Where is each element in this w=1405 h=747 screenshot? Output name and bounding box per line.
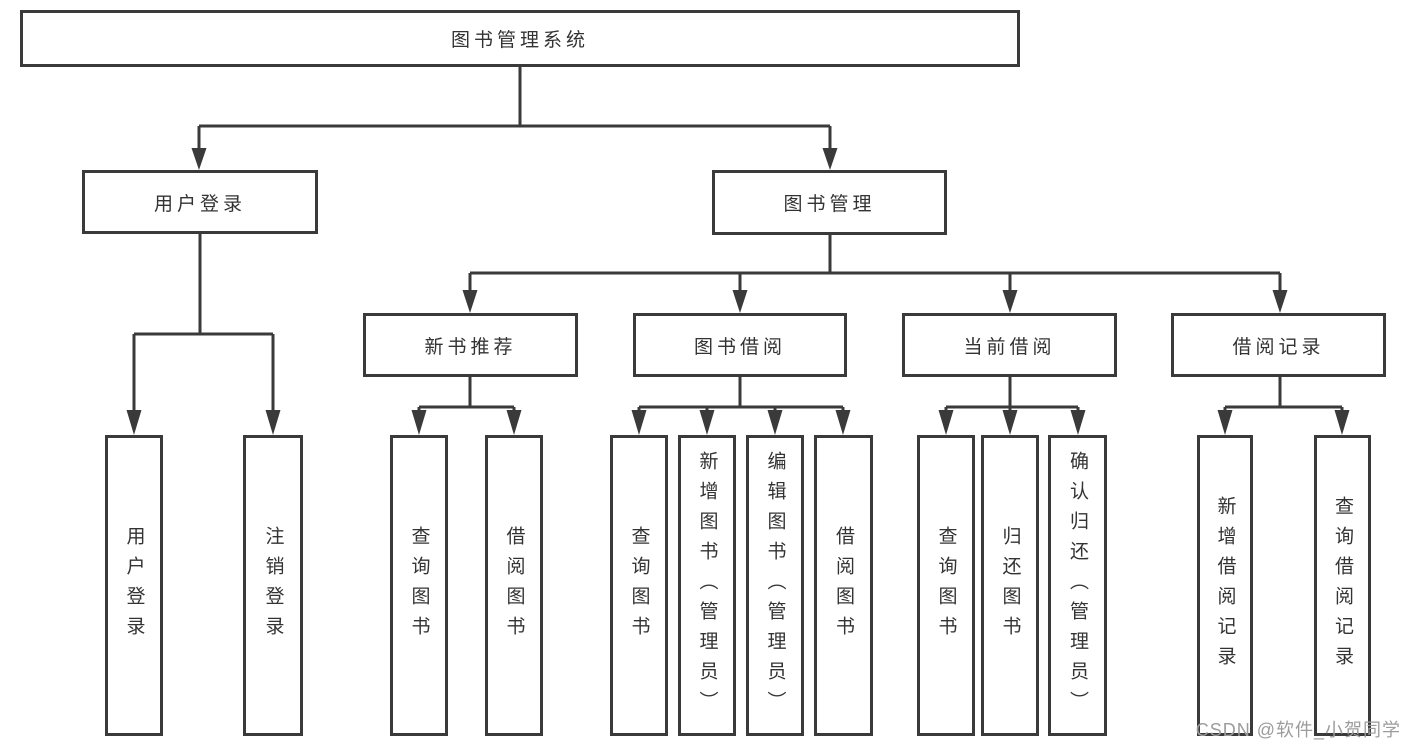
- node-current-borrow: 当前借阅: [902, 313, 1117, 377]
- connector-root-level2: [197, 67, 832, 150]
- connector-new-book-children: [417, 377, 516, 412]
- arrowhead-leaf-logout: [265, 410, 281, 435]
- leaf-user-login: 用户登录: [105, 435, 163, 736]
- connector-user-login-children: [132, 233, 275, 412]
- arrowhead-user-login: [191, 148, 207, 170]
- arrowhead-g5-add-record: [1217, 410, 1233, 435]
- connector-borrow-records-children: [1223, 377, 1344, 412]
- watermark-text: CSDN @软件_小贺同学: [1195, 720, 1401, 740]
- arrowhead-g4-confirm-return: [1070, 410, 1086, 435]
- connector-book-borrow-children: [637, 377, 845, 412]
- arrowhead-g3-query-books: [631, 410, 647, 435]
- leaf-borrow-add-books-admin: 新增图书（管理员）: [678, 435, 736, 736]
- leaf-current-return-books: 归还图书: [981, 435, 1039, 736]
- leaf-borrow-edit-books-admin: 编辑图书（管理员）: [746, 435, 804, 736]
- arrowhead-current-borrow: [1002, 290, 1018, 313]
- node-borrow-records: 借阅记录: [1171, 313, 1386, 377]
- connector-book-management-level3: [468, 235, 1282, 292]
- arrowhead-g3-add-books: [699, 410, 715, 435]
- arrowhead-book-borrow: [732, 290, 748, 313]
- node-user-login: 用户登录: [82, 170, 318, 234]
- leaf-recommend-borrow-books: 借阅图书: [485, 435, 543, 736]
- arrowhead-book-management: [822, 148, 838, 170]
- arrowhead-g4-return-books: [1002, 410, 1018, 435]
- arrowhead-g3-edit-books: [767, 410, 783, 435]
- leaf-current-confirm-return-admin: 确认归还（管理员）: [1048, 435, 1107, 736]
- leaf-records-query-record: 查询借阅记录: [1314, 435, 1371, 736]
- leaf-records-add-record: 新增借阅记录: [1197, 435, 1253, 736]
- node-book-management: 图书管理: [712, 170, 947, 235]
- arrowhead-g3-borrow-books: [835, 410, 851, 435]
- leaf-logout: 注销登录: [243, 435, 303, 736]
- arrowhead-g2-query-books: [411, 410, 427, 435]
- node-book-borrow: 图书借阅: [633, 313, 847, 377]
- leaf-borrow-query-books: 查询图书: [610, 435, 668, 736]
- leaf-borrow-borrow-books: 借阅图书: [814, 435, 873, 736]
- arrowhead-g2-borrow-books: [506, 410, 522, 435]
- node-root: 图书管理系统: [20, 10, 1020, 67]
- arrowhead-new-book-recommend: [462, 290, 478, 313]
- arrowhead-leaf-user-login: [126, 410, 142, 435]
- node-new-book-recommend: 新书推荐: [363, 313, 578, 377]
- connector-current-borrow-children: [944, 377, 1080, 412]
- leaf-recommend-query-books: 查询图书: [390, 435, 448, 736]
- arrowhead-g5-query-record: [1334, 410, 1350, 435]
- arrowhead-borrow-records: [1272, 290, 1288, 313]
- arrowhead-g4-query-books: [938, 410, 954, 435]
- leaf-current-query-books: 查询图书: [917, 435, 975, 736]
